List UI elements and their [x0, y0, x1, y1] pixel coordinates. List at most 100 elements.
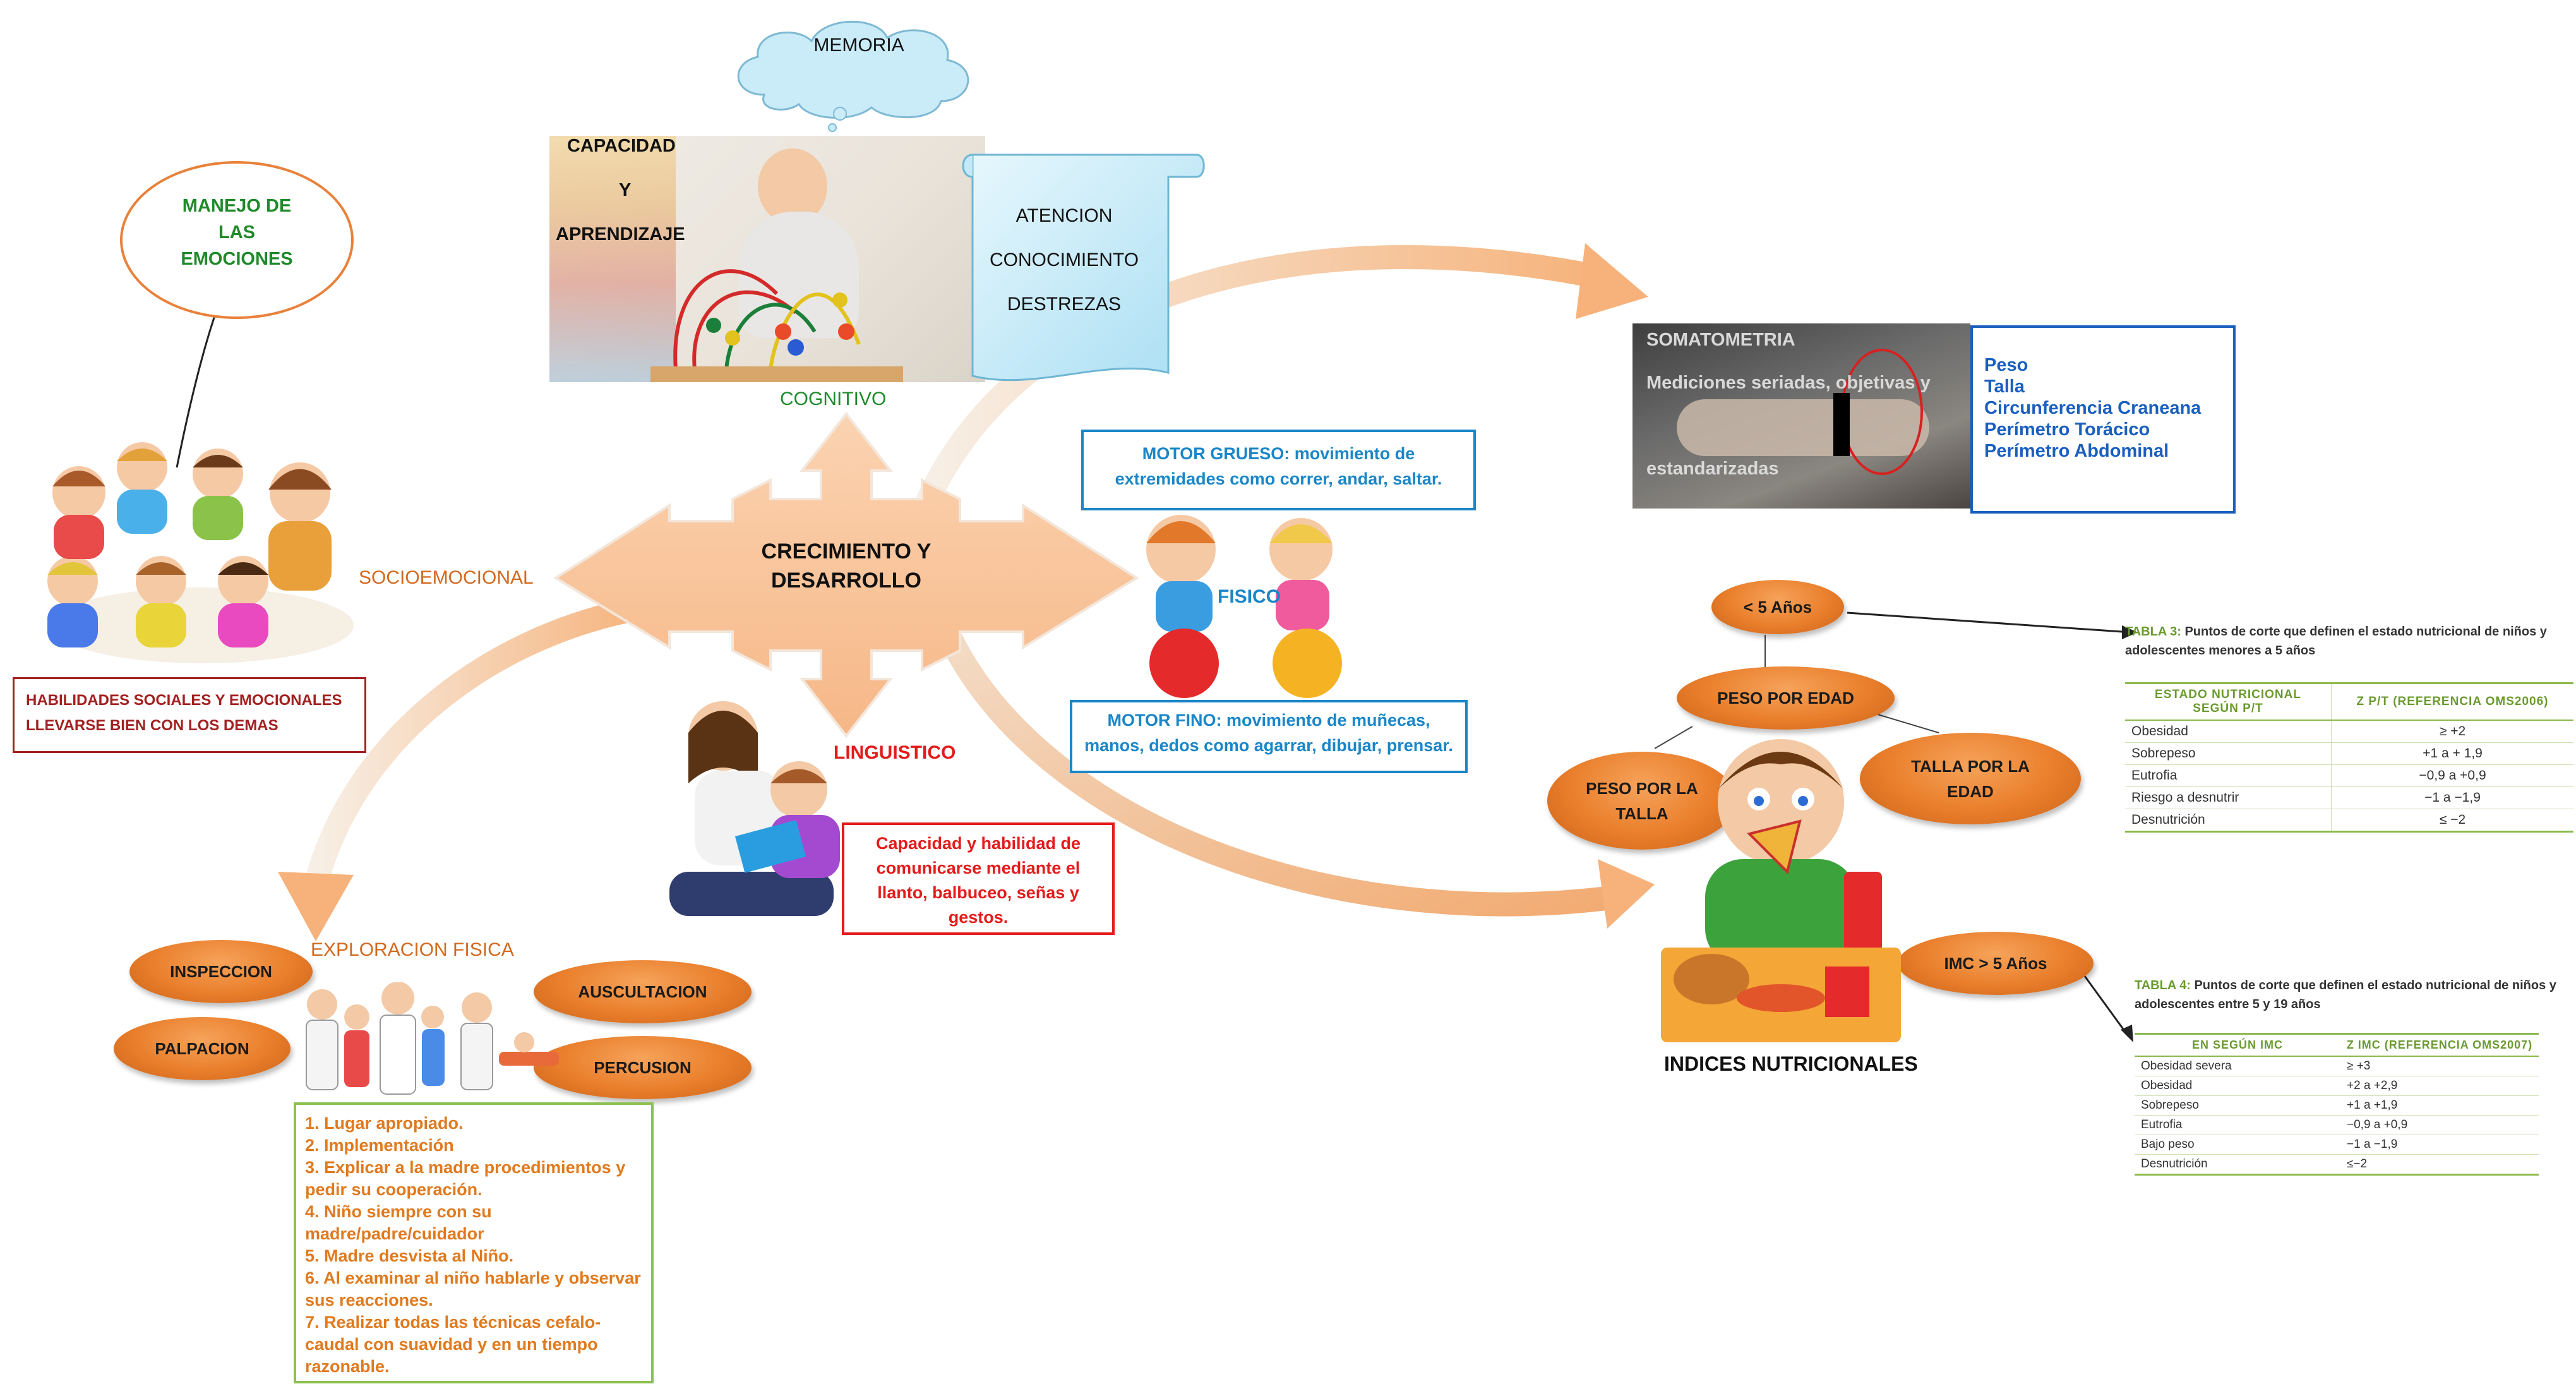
node-talla-por-la-edad: TALLA POR LA EDAD	[1860, 733, 2081, 824]
table-cell: Obesidad severa	[2135, 1056, 2340, 1076]
link-imc-tabla4	[2076, 966, 2130, 1037]
emociones-line-2: LAS	[219, 222, 255, 243]
link-menor5-tabla3	[1847, 611, 2123, 633]
table-cell: ≥ +2	[2331, 720, 2573, 743]
tabla3: ESTADO NUTRICIONAL SEGÚN P/T Z P/T (REFE…	[2125, 682, 2573, 833]
node-peso-por-la-talla: PESO POR LA TALLA	[1547, 752, 1737, 850]
table-cell: ≤−2	[2340, 1154, 2539, 1176]
cognitivo-caption-2: Y	[619, 180, 632, 200]
node-imc-mayor-5-anos: IMC > 5 Años	[1898, 932, 2094, 995]
table-cell: −1 a −1,9	[2331, 786, 2573, 809]
tabla4: EN SEGÚN IMC Z IMC (REFERENCIA OMS2007) …	[2135, 1033, 2539, 1176]
exploracion-title: EXPLORACION FISICA	[311, 939, 514, 960]
scroll-shape	[962, 154, 1205, 382]
central-label: CRECIMIENTO Y DESARROLLO	[761, 539, 932, 593]
tabla3-header-2: Z P/T (REFERENCIA OMS2006)	[2331, 683, 2573, 721]
habilidades-line-2: LLEVARSE BIEN CON LOS DEMAS	[26, 717, 279, 734]
children-circle-illustration	[47, 442, 354, 663]
somatometria-item-circunferencia: Circunferencia Craneana	[1984, 398, 2202, 418]
exploracion-step-2: 2. Implementación	[305, 1136, 454, 1155]
table-cell: Eutrofia	[2135, 1115, 2340, 1135]
somatometria-photo-text-1: Mediciones seriadas, objetivas y	[1646, 373, 1931, 393]
table-row: Obesidad+2 a +2,9	[2135, 1076, 2539, 1096]
somatometria-item-peso: Peso	[1984, 355, 2028, 375]
exploracion-step-3: 3. Explicar a la madre procedimientos y …	[305, 1158, 626, 1199]
table-cell: Obesidad	[2135, 1076, 2340, 1096]
table-cell: Eutrofia	[2125, 764, 2332, 787]
curve-arrow-somatometria	[916, 244, 1616, 511]
arrowhead-tabla3	[2122, 625, 2138, 639]
tabla4-header-2: Z IMC (REFERENCIA OMS2007)	[2340, 1033, 2539, 1057]
node-menor-5-anos: < 5 Años	[1711, 580, 1844, 634]
table-row: Eutrofia−0,9 a +0,9	[2125, 764, 2573, 787]
habilidades-line-1: HABILIDADES SOCIALES Y EMOCIONALES	[26, 692, 342, 709]
tabla3-caption: TABLA 3: Puntos de corte que definen el …	[2125, 622, 2567, 660]
table-cell: +2 a +2,9	[2340, 1076, 2539, 1096]
exploracion-step-5: 5. Madre desvista al Niño.	[305, 1246, 514, 1265]
table-cell: Obesidad	[2125, 720, 2332, 743]
somatometria-photo-title: SOMATOMETRIA	[1646, 330, 1795, 350]
table-cell: −0,9 a +0,9	[2331, 764, 2573, 787]
tabla3-caption-text: Puntos de corte que definen el estado nu…	[2125, 625, 2547, 658]
table-cell: Riesgo a desnutrir	[2125, 786, 2332, 809]
socioemocional-title: SOCIOEMOCIONAL	[359, 567, 534, 588]
exploracion-steps-box: 1. Lugar apropiado. 2. Implementación 3.…	[294, 1102, 654, 1383]
tabla4-caption-text: Puntos de corte que definen el estado nu…	[2135, 979, 2556, 1011]
arrowhead-somatometria	[1576, 243, 1648, 319]
motor-grueso-text: MOTOR GRUESO: movimiento de extremidades…	[1115, 444, 1442, 488]
technique-inspeccion: INSPECCION	[129, 940, 313, 1003]
cognitivo-caption-1: CAPACIDAD	[567, 136, 676, 156]
memoria-label: MEMORIA	[813, 35, 904, 56]
tabla3-header-1: ESTADO NUTRICIONAL SEGÚN P/T	[2125, 683, 2332, 721]
table-cell: Desnutrición	[2125, 809, 2332, 833]
linguistico-title: LINGUISTICO	[834, 742, 956, 763]
mother-reading-illustration	[669, 701, 840, 916]
scroll-item-conocimiento: CONOCIMIENTO	[989, 250, 1139, 270]
table-row: Desnutrición≤ −2	[2125, 809, 2573, 833]
table-row: Riesgo a desnutrir−1 a −1,9	[2125, 786, 2573, 809]
somatometria-item-toracico: Perímetro Torácico	[1984, 419, 2150, 440]
table-cell: +1 a +1,9	[2340, 1095, 2539, 1116]
somatometria-photo-text-2: estandarizadas	[1646, 459, 1779, 479]
exploracion-step-4: 4. Niño siempre con su madre/padre/cuida…	[305, 1202, 492, 1243]
technique-palpacion: PALPACION	[114, 1017, 291, 1080]
cloud-shape	[737, 20, 969, 132]
table-cell: −0,9 a +0,9	[2340, 1115, 2539, 1135]
linguistico-box: Capacidad y habilidad de comunicarse med…	[842, 822, 1115, 935]
table-header-row: EN SEGÚN IMC Z IMC (REFERENCIA OMS2007)	[2135, 1033, 2539, 1057]
table-row: Eutrofia−0,9 a +0,9	[2135, 1115, 2539, 1135]
somatometria-item-abdominal: Perímetro Abdominal	[1984, 441, 2169, 461]
curve-arrow-indices	[935, 620, 1629, 917]
indices-title: INDICES NUTRICIONALES	[1664, 1052, 1918, 1075]
motor-fino-text: MOTOR FINO: movimiento de muñecas, manos…	[1084, 711, 1453, 755]
arrowhead-tabla4	[2121, 1025, 2133, 1042]
tabla4-caption-label: TABLA 4:	[2135, 979, 2191, 992]
speech-tail-emociones	[176, 315, 216, 468]
children-exercise-illustration	[1146, 515, 1342, 698]
exploracion-step-1: 1. Lugar apropiado.	[305, 1114, 464, 1133]
table-cell: Desnutrición	[2135, 1154, 2340, 1176]
table-row: Desnutrición≤−2	[2135, 1154, 2539, 1176]
emociones-line-1: MANEJO DE	[182, 196, 292, 216]
table-cell: Bajo peso	[2135, 1135, 2340, 1155]
arrowhead-exploracion	[278, 872, 354, 941]
table-row: Sobrepeso+1 a + 1,9	[2125, 742, 2573, 765]
table-cell: +1 a + 1,9	[2331, 742, 2573, 765]
cognitivo-title: COGNITIVO	[780, 388, 887, 409]
table-header-row: ESTADO NUTRICIONAL SEGÚN P/T Z P/T (REFE…	[2125, 683, 2573, 721]
curve-arrow-exploracion	[304, 594, 662, 896]
emociones-bubble	[120, 161, 354, 319]
somatometria-photo: SOMATOMETRIA Mediciones seriadas, objeti…	[1632, 323, 1970, 509]
tabla3-caption-label: TABLA 3:	[2125, 625, 2181, 639]
fisico-title: FISICO	[1218, 586, 1281, 607]
scroll-item-destrezas: DESTREZAS	[1007, 294, 1122, 315]
table-row: Obesidad≥ +2	[2125, 720, 2573, 743]
table-row: Sobrepeso+1 a +1,9	[2135, 1095, 2539, 1116]
link-peso-talla	[1654, 726, 1693, 749]
motor-grueso-box: MOTOR GRUESO: movimiento de extremidades…	[1081, 430, 1476, 510]
motor-fino-box: MOTOR FINO: movimiento de muñecas, manos…	[1070, 700, 1468, 773]
table-cell: Sobrepeso	[2125, 742, 2332, 765]
table-row: Obesidad severa≥ +3	[2135, 1056, 2539, 1076]
child-eating-illustration	[1661, 739, 1901, 1042]
